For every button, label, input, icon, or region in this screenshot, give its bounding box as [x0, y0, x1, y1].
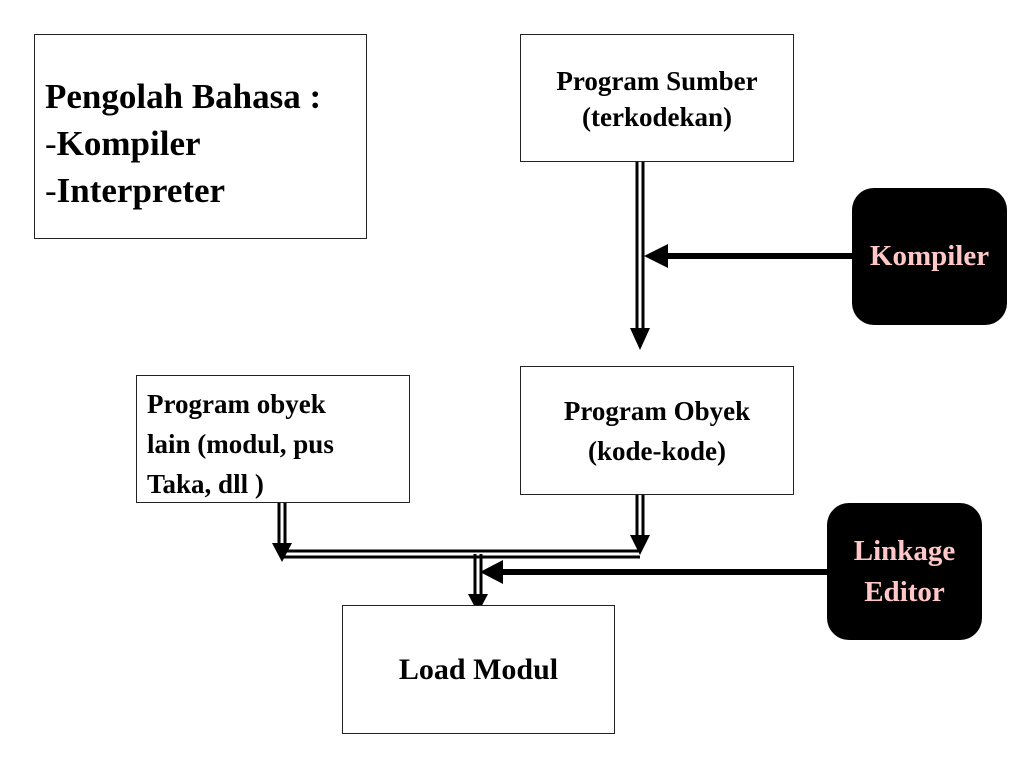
language-processor-box: Pengolah Bahasa : -Kompiler -Interpreter: [34, 34, 367, 239]
bullet-dash: -: [45, 124, 57, 163]
info-item-interpreter: -Interpreter: [45, 167, 366, 214]
arrow-other-objects-down: [272, 503, 292, 562]
info-item-compiler: -Kompiler: [45, 120, 366, 167]
other-objects-line-3: Taka, dll ): [147, 469, 264, 499]
object-program-title: Program Obyek: [563, 395, 751, 426]
source-program-node: Program Sumber (terkodekan): [520, 34, 794, 162]
object-program-node: Program Obyek (kode-kode): [520, 366, 794, 495]
linkage-editor-processor: Linkage Editor: [827, 503, 982, 640]
arrow-object-program-down: [630, 495, 650, 555]
arrow-linkage-to-flow: [480, 560, 827, 584]
compiler-processor: Kompiler: [852, 188, 1007, 325]
arrow-source-to-object: [630, 162, 650, 350]
arrow-merge-to-load: [468, 554, 488, 613]
load-module-node: Load Modul: [342, 605, 615, 734]
info-title: Pengolah Bahasa :: [45, 77, 322, 116]
merge-line: [282, 549, 640, 559]
load-module-label: Load Modul: [398, 652, 559, 686]
other-object-programs-node: Program obyek lain (modul, pus Taka, dll…: [136, 375, 410, 503]
arrow-compiler-to-flow: [644, 244, 852, 268]
linkage-editor-line-1: Linkage: [853, 534, 956, 567]
source-program-title: Program Sumber: [556, 66, 758, 96]
other-objects-line-2: lain (modul, pus: [147, 429, 334, 459]
compiler-label: Kompiler: [869, 240, 990, 272]
other-objects-line-1: Program obyek: [147, 389, 326, 419]
bullet-dash: -: [45, 171, 57, 210]
info-item-label: Interpreter: [56, 171, 226, 210]
source-program-subtitle: (terkodekan): [582, 102, 732, 132]
object-program-subtitle: (kode-kode): [587, 435, 726, 466]
linkage-editor-line-2: Editor: [864, 575, 945, 608]
info-item-label: Kompiler: [56, 124, 201, 163]
